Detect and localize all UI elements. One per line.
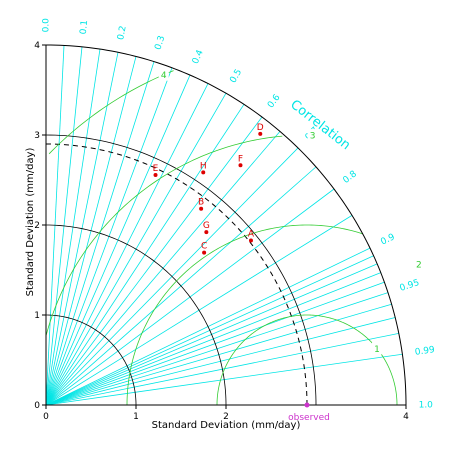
x-tick-label: 1: [133, 412, 139, 422]
rms-contour-label-bg: [413, 258, 424, 271]
correlation-tick-label: 0.3: [153, 35, 167, 52]
rms-contour-label: 3: [310, 132, 316, 142]
rms-contour-label: 4: [161, 71, 167, 81]
reference-std-arc: [45, 143, 308, 406]
data-point-label: H: [200, 161, 207, 171]
std-arc: [45, 224, 227, 406]
correlation-tick-label: 0.0: [42, 18, 52, 33]
correlation-tick-label: 0.6: [266, 93, 283, 111]
correlation-tick-label: 0.4: [191, 48, 206, 65]
data-point-label: B: [198, 198, 204, 208]
y-tick-label: 1: [34, 311, 40, 321]
y-tick-label: 4: [34, 41, 40, 51]
correlation-tick-label: 1.0: [419, 401, 434, 411]
x-tick-label: 2: [223, 412, 229, 422]
outer-boundary-arc: [45, 44, 407, 406]
data-points: observed A B C D E F G H: [153, 123, 330, 423]
data-point-c: [202, 250, 207, 255]
data-point-label: E: [153, 164, 159, 174]
std-arc: [45, 314, 137, 406]
data-point-d: [258, 131, 263, 136]
x-axis-label: Standard Deviation (mm/day): [152, 420, 301, 431]
rms-contours: 1 2 3 4: [45, 68, 424, 406]
x-tick-label: 0: [43, 412, 49, 422]
data-point-a: [248, 238, 253, 243]
correlation-tick-label: 0.1: [79, 20, 90, 35]
data-point-f: [238, 163, 243, 168]
correlation-tick-label: 0.5: [228, 68, 244, 85]
correlation-tick-label: 0.9: [379, 232, 396, 247]
data-point-label: G: [203, 221, 210, 231]
correlation-tick-label: 0.8: [341, 169, 359, 186]
rms-contour: [45, 135, 283, 336]
rms-contour-label-bg: [371, 342, 382, 355]
data-point-label: F: [238, 154, 243, 164]
rms-contour-label: 1: [374, 345, 380, 355]
x-tick-label: 4: [403, 412, 409, 422]
y-tick-label: 0: [34, 401, 40, 411]
rms-contour-label: 2: [416, 261, 422, 271]
rms-contour-label-bg: [307, 129, 318, 142]
data-point-e: [153, 173, 158, 178]
data-point-label: C: [201, 242, 207, 252]
rms-contour: [48, 70, 174, 155]
axes: 0 1 2 4 0 1 2 3 4: [34, 41, 409, 422]
observed-point: [304, 402, 310, 408]
correlation-tick-label: 0.99: [414, 345, 436, 358]
data-point-b: [199, 206, 204, 211]
correlation-label: Correlation: [287, 97, 353, 153]
std-arcs: [45, 134, 317, 406]
y-tick-label: 2: [34, 221, 40, 231]
data-point-label: D: [257, 123, 264, 133]
y-tick-label: 3: [34, 131, 40, 141]
y-axis-label: Standard Deviation (mm/day): [25, 148, 36, 297]
correlation-tick-label: 0.2: [116, 25, 129, 41]
rms-contour-label-bg: [158, 68, 169, 81]
data-point-h: [201, 170, 206, 175]
observed-label: observed: [288, 413, 330, 423]
rms-contour: [126, 224, 363, 406]
rms-contour: [216, 314, 398, 406]
data-point-g: [204, 230, 209, 235]
correlation-tick-label: 0.95: [399, 278, 421, 294]
data-point-label: A: [248, 230, 255, 240]
std-arc: [45, 134, 317, 406]
